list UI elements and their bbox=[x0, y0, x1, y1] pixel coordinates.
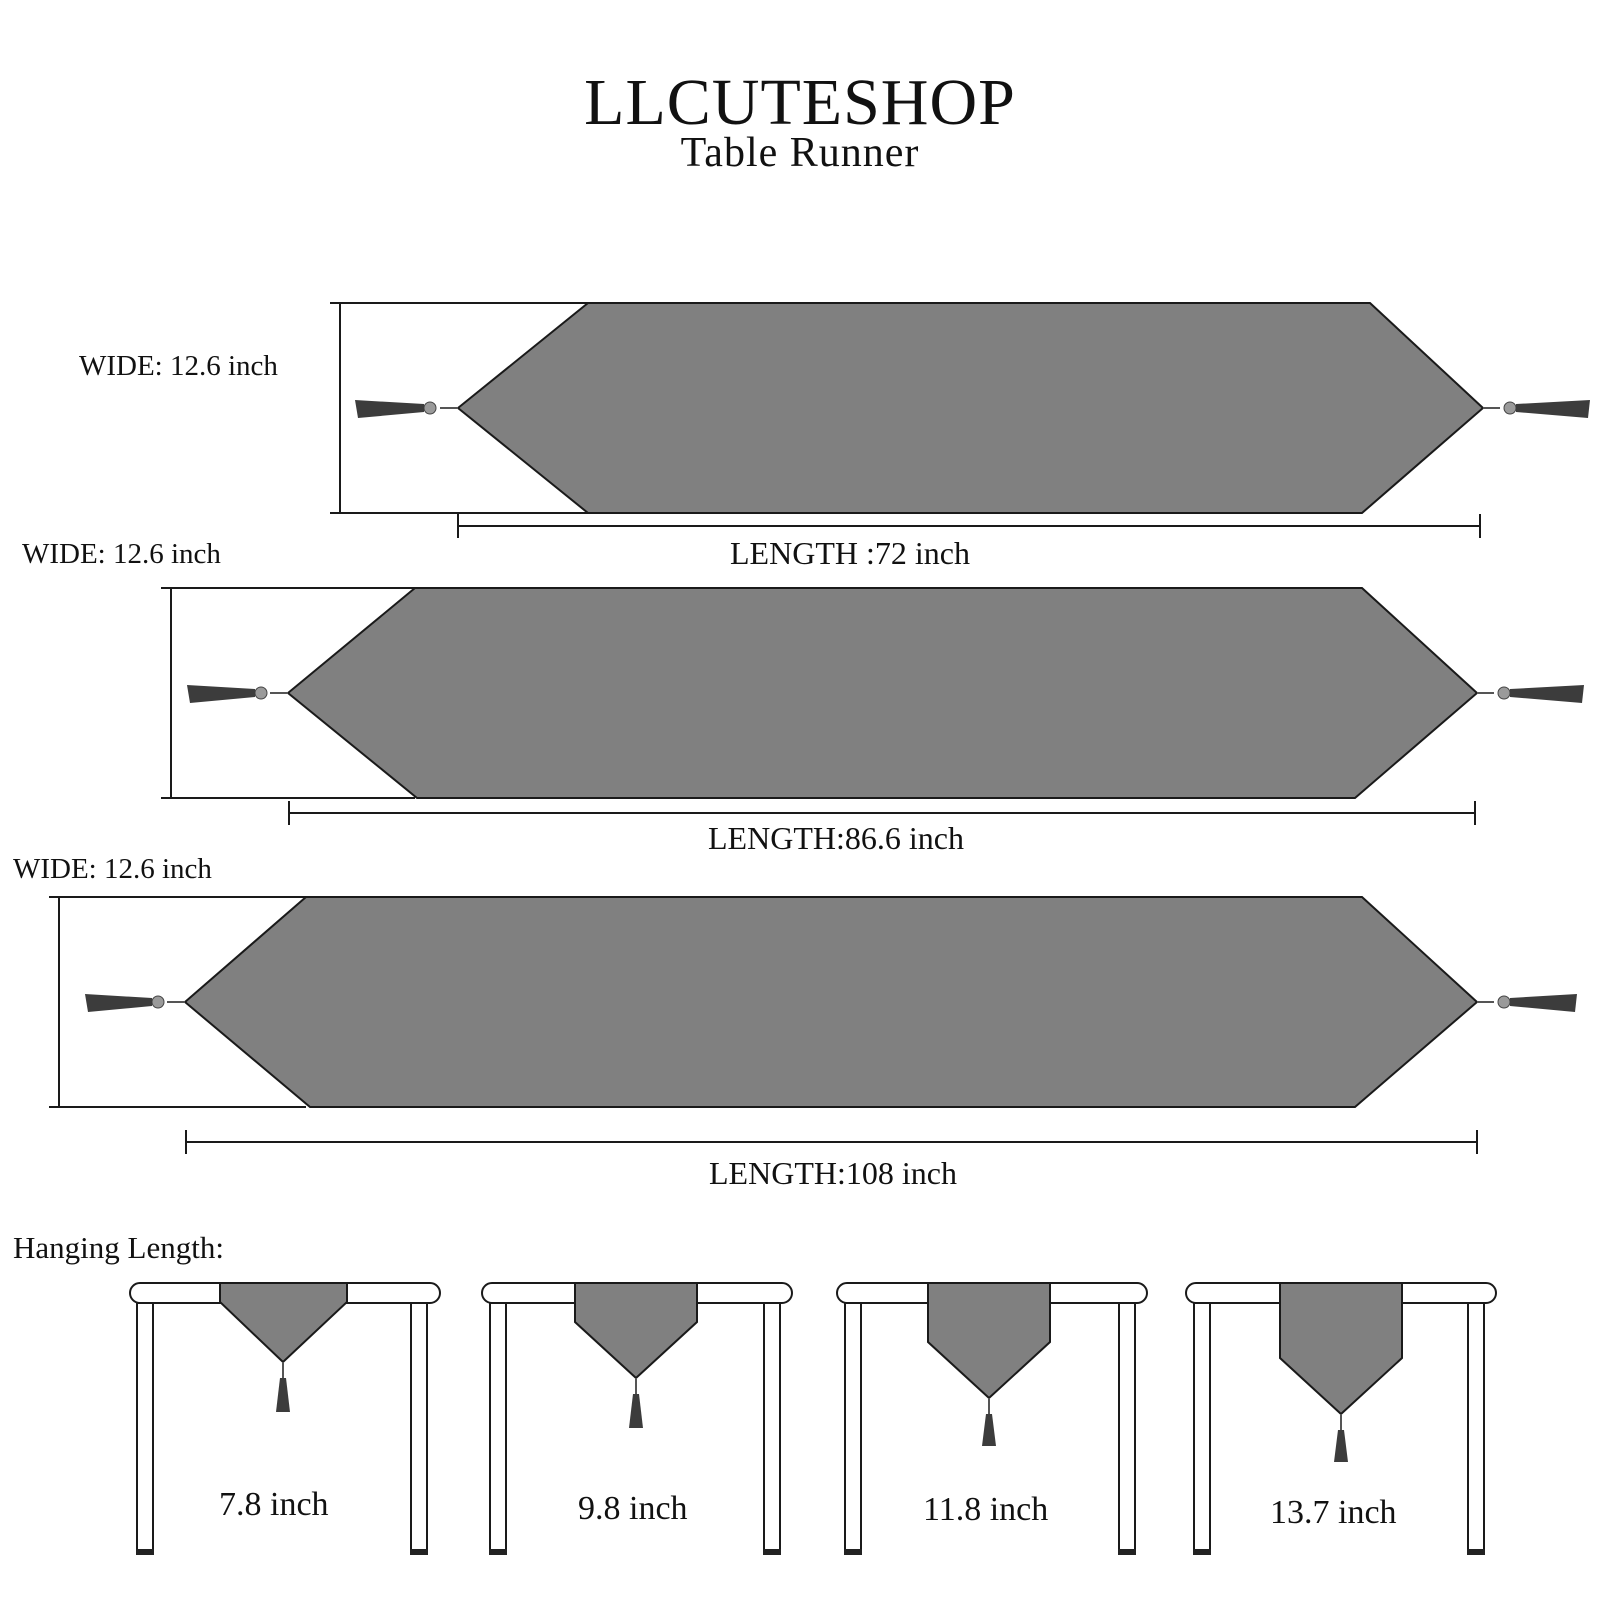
hang-label-13-7: 13.7 inch bbox=[1270, 1494, 1397, 1531]
hanging-length-title: Hanging Length: bbox=[13, 1230, 224, 1265]
brand-title: LLCUTESHOP bbox=[584, 66, 1016, 139]
table-leg bbox=[136, 1302, 154, 1552]
wide-label-72: WIDE: 12.6 inch bbox=[79, 350, 278, 382]
wide-label-108: WIDE: 12.6 inch bbox=[13, 853, 212, 885]
runner-hang bbox=[1279, 1282, 1403, 1416]
table-leg bbox=[1467, 1302, 1485, 1552]
runner-body bbox=[183, 896, 1479, 1108]
runner-body bbox=[456, 302, 1485, 514]
tassel-left bbox=[187, 685, 288, 703]
table-hang-11-8 bbox=[836, 1282, 1148, 1555]
runner-hang bbox=[219, 1282, 348, 1364]
runner-hang bbox=[574, 1282, 698, 1380]
runner-108 bbox=[49, 896, 1577, 1154]
table-leg bbox=[763, 1302, 781, 1552]
tassel-left bbox=[85, 994, 185, 1012]
table-leg bbox=[1193, 1302, 1211, 1552]
hang-label-7-8: 7.8 inch bbox=[219, 1486, 329, 1523]
table-leg bbox=[489, 1302, 507, 1552]
tassel-right bbox=[1483, 400, 1590, 418]
length-label-72: LENGTH :72 inch bbox=[730, 535, 970, 571]
runner-body bbox=[286, 587, 1479, 799]
table-hang-7-8 bbox=[129, 1282, 441, 1555]
runner-hang bbox=[927, 1282, 1051, 1400]
tassel bbox=[629, 1394, 643, 1428]
tassel bbox=[982, 1414, 996, 1446]
table-leg bbox=[1118, 1302, 1136, 1552]
product-title: Table Runner bbox=[680, 130, 920, 176]
hang-label-11-8: 11.8 inch bbox=[923, 1491, 1049, 1528]
runner-72 bbox=[330, 302, 1590, 538]
table-leg bbox=[410, 1302, 428, 1552]
table-hang-13-7 bbox=[1185, 1282, 1497, 1555]
tassel bbox=[276, 1378, 290, 1412]
length-label-86-6: LENGTH:86.6 inch bbox=[708, 820, 964, 856]
tassel-right bbox=[1477, 685, 1584, 703]
hang-label-9-8: 9.8 inch bbox=[578, 1490, 688, 1527]
tassel-right bbox=[1477, 994, 1577, 1012]
tassel bbox=[1334, 1430, 1348, 1462]
table-hang-9-8 bbox=[481, 1282, 793, 1555]
length-label-108: LENGTH:108 inch bbox=[709, 1155, 957, 1191]
wide-label-86-6: WIDE: 12.6 inch bbox=[22, 538, 221, 570]
table-leg bbox=[844, 1302, 862, 1552]
tassel-left bbox=[355, 400, 458, 418]
runner-86-6 bbox=[161, 587, 1584, 825]
